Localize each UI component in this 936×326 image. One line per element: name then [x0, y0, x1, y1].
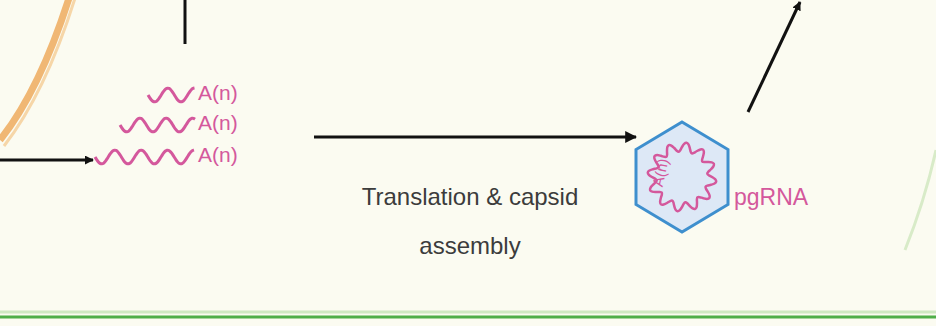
mrna-strand: [120, 118, 195, 132]
outgoing-arrow: [748, 2, 800, 112]
frame-line: [0, 311, 936, 314]
capsid-hexagon: A(n)pgRNA: [636, 122, 728, 232]
step-label: Translation & capsid assembly: [350, 172, 590, 270]
pgrna-strand: [648, 143, 716, 211]
frame-curve: [905, 150, 936, 250]
polya-tail: A(n): [198, 81, 238, 105]
polya-tail: A(n): [198, 143, 238, 167]
rna-label: pgRNA: [734, 184, 808, 211]
nucleus-edge: [4, 0, 76, 146]
incoming-arrow: [0, 159, 93, 162]
capsid-outline: [636, 122, 728, 232]
mrna-strand: [148, 88, 195, 102]
flow-arrow: [314, 136, 636, 139]
nucleus-edge: [0, 0, 70, 140]
frame-line: [0, 316, 936, 319]
polya-tail: A(n): [198, 111, 238, 135]
mrna-strand: [95, 150, 194, 164]
incoming-line: [184, 0, 187, 44]
mrna-group: A(n) A(n) A(n): [92, 78, 314, 196]
